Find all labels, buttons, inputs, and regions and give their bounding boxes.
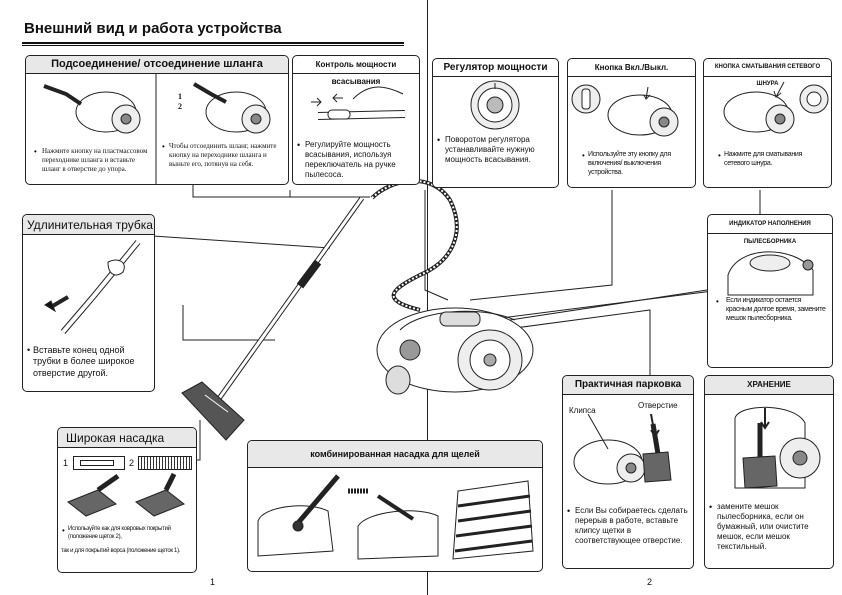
cord-bullet: • bbox=[718, 151, 721, 160]
indicator-bullet: • bbox=[716, 297, 719, 306]
parking-text: Если Вы собираетесь сделать перерыв в ра… bbox=[575, 506, 688, 545]
indicator-panel-title: ИНДИКАТОР НАПОЛНЕНИЯ ПЫЛЕСБОРНИКА bbox=[708, 215, 832, 245]
hose-right-text: Чтобы отсоединить шланг, нажмите кнопку … bbox=[169, 142, 277, 168]
title-rule-thin bbox=[22, 45, 404, 46]
handle-switch-illustration bbox=[311, 86, 406, 120]
hose-step-2: 2 bbox=[178, 102, 182, 111]
page-title: Внешний вид и работа устройства bbox=[24, 20, 282, 37]
nozzle-panel-title: Широкая насадка bbox=[58, 428, 196, 448]
crevice-panel-title: комбинированная насадка для щелей bbox=[248, 441, 542, 468]
nozzle-bullet: • bbox=[62, 526, 65, 535]
parking-bullet: • bbox=[567, 506, 571, 516]
nozzle-text-1: Используйте как для ковровых покрытий (п… bbox=[68, 526, 171, 540]
power-panel: Регулятор мощности • Поворотом регулятор… bbox=[432, 58, 559, 188]
tube-panel: Удлинительная трубка • Вставьте конец од… bbox=[22, 214, 155, 392]
storage-panel: ХРАНЕНИЕ • замените мешок пылесборника, … bbox=[704, 375, 834, 569]
nozzle-pos-1: 1 bbox=[63, 458, 69, 468]
page-number-left: 1 bbox=[210, 577, 216, 587]
tube-bullet: • bbox=[27, 345, 31, 355]
power-dial-illustration bbox=[470, 80, 520, 130]
title-rule bbox=[22, 42, 404, 44]
indicator-illustration bbox=[727, 251, 814, 296]
nozzle-pos-2: 2 bbox=[129, 458, 135, 468]
storage-bullet: • bbox=[709, 502, 713, 512]
suction-text: Регулируйте мощность всасывания, использ… bbox=[305, 140, 396, 179]
nozzle-pos-1-switch bbox=[73, 456, 125, 470]
nozzle-pos-1-slot bbox=[80, 460, 114, 466]
hose-connect-illustration bbox=[43, 74, 271, 184]
hose-panel: Подсоединение/ отсоединение шланга 1 2 •… bbox=[25, 55, 289, 185]
storage-panel-title: ХРАНЕНИЕ bbox=[705, 376, 833, 395]
hose-right-bullet: • bbox=[162, 142, 165, 151]
cord-panel: КНОПКА СМАТЫВАНИЯ СЕТЕВОГО ШНУРА • Нажми… bbox=[703, 58, 832, 188]
onoff-text: Используйте эту кнопку для включения/ вы… bbox=[588, 151, 671, 176]
nozzle-text-2: так и для покрытий ворса (положение щето… bbox=[61, 548, 181, 554]
indicator-panel: ИНДИКАТОР НАПОЛНЕНИЯ ПЫЛЕСБОРНИКА • Если… bbox=[707, 214, 833, 368]
hose-left-bullet: • bbox=[34, 147, 37, 156]
nozzle-illustration bbox=[67, 472, 185, 517]
power-bullet: • bbox=[437, 135, 441, 145]
suction-bullet: • bbox=[297, 140, 301, 150]
tube-illustration bbox=[44, 240, 141, 334]
hose-left-text: Нажмите кнопку на пластмассовом переходн… bbox=[42, 147, 148, 173]
suction-panel: Контроль мощности всасывания • Регулируй… bbox=[292, 55, 420, 185]
hose-step-1: 1 bbox=[178, 92, 182, 101]
parking-panel: Практичная парковка Клипса Отверстие • Е… bbox=[562, 375, 694, 569]
parking-panel-title: Практичная парковка bbox=[563, 376, 693, 395]
onoff-panel: Кнопка Вкл./Выкл. • Используйте эту кноп… bbox=[567, 58, 696, 188]
nozzle-pos-2-switch bbox=[138, 456, 192, 470]
onoff-bullet: • bbox=[582, 151, 585, 160]
indicator-text: Если индикатор остается красным долгое в… bbox=[726, 297, 826, 322]
power-text: Поворотом регулятора устанавливайте нужн… bbox=[445, 135, 535, 164]
cord-rewind-illustration bbox=[723, 81, 829, 134]
page-number-right: 2 bbox=[647, 577, 653, 587]
storage-text: замените мешок пылесборника, если он бум… bbox=[717, 502, 809, 551]
hose-panel-title: Подсоединение/ отсоединение шланга bbox=[26, 56, 288, 74]
onoff-panel-title: Кнопка Вкл./Выкл. bbox=[568, 59, 695, 77]
onoff-illustration bbox=[571, 84, 679, 137]
parking-label-clip: Клипса bbox=[569, 406, 596, 415]
power-panel-title: Регулятор мощности bbox=[433, 59, 558, 77]
cord-panel-title: КНОПКА СМАТЫВАНИЯ СЕТЕВОГО ШНУРА bbox=[704, 59, 831, 87]
suction-panel-title: Контроль мощности всасывания bbox=[293, 56, 419, 86]
crevice-illustration bbox=[257, 474, 534, 560]
page-divider bbox=[427, 0, 428, 595]
nozzle-panel: Широкая насадка 1 2 • Используйте как дл… bbox=[57, 427, 197, 573]
cord-text: Нажмите для сматывания сетевого шнура. bbox=[724, 151, 803, 167]
crevice-panel: комбинированная насадка для щелей bbox=[247, 440, 543, 572]
tube-text: Вставьте конец одной трубки в более широ… bbox=[33, 345, 135, 378]
parking-illustration bbox=[573, 413, 672, 485]
tube-panel-title: Удлинительная трубка bbox=[23, 215, 154, 235]
storage-illustration bbox=[734, 406, 821, 489]
parking-label-hole: Отверстие bbox=[638, 401, 678, 410]
